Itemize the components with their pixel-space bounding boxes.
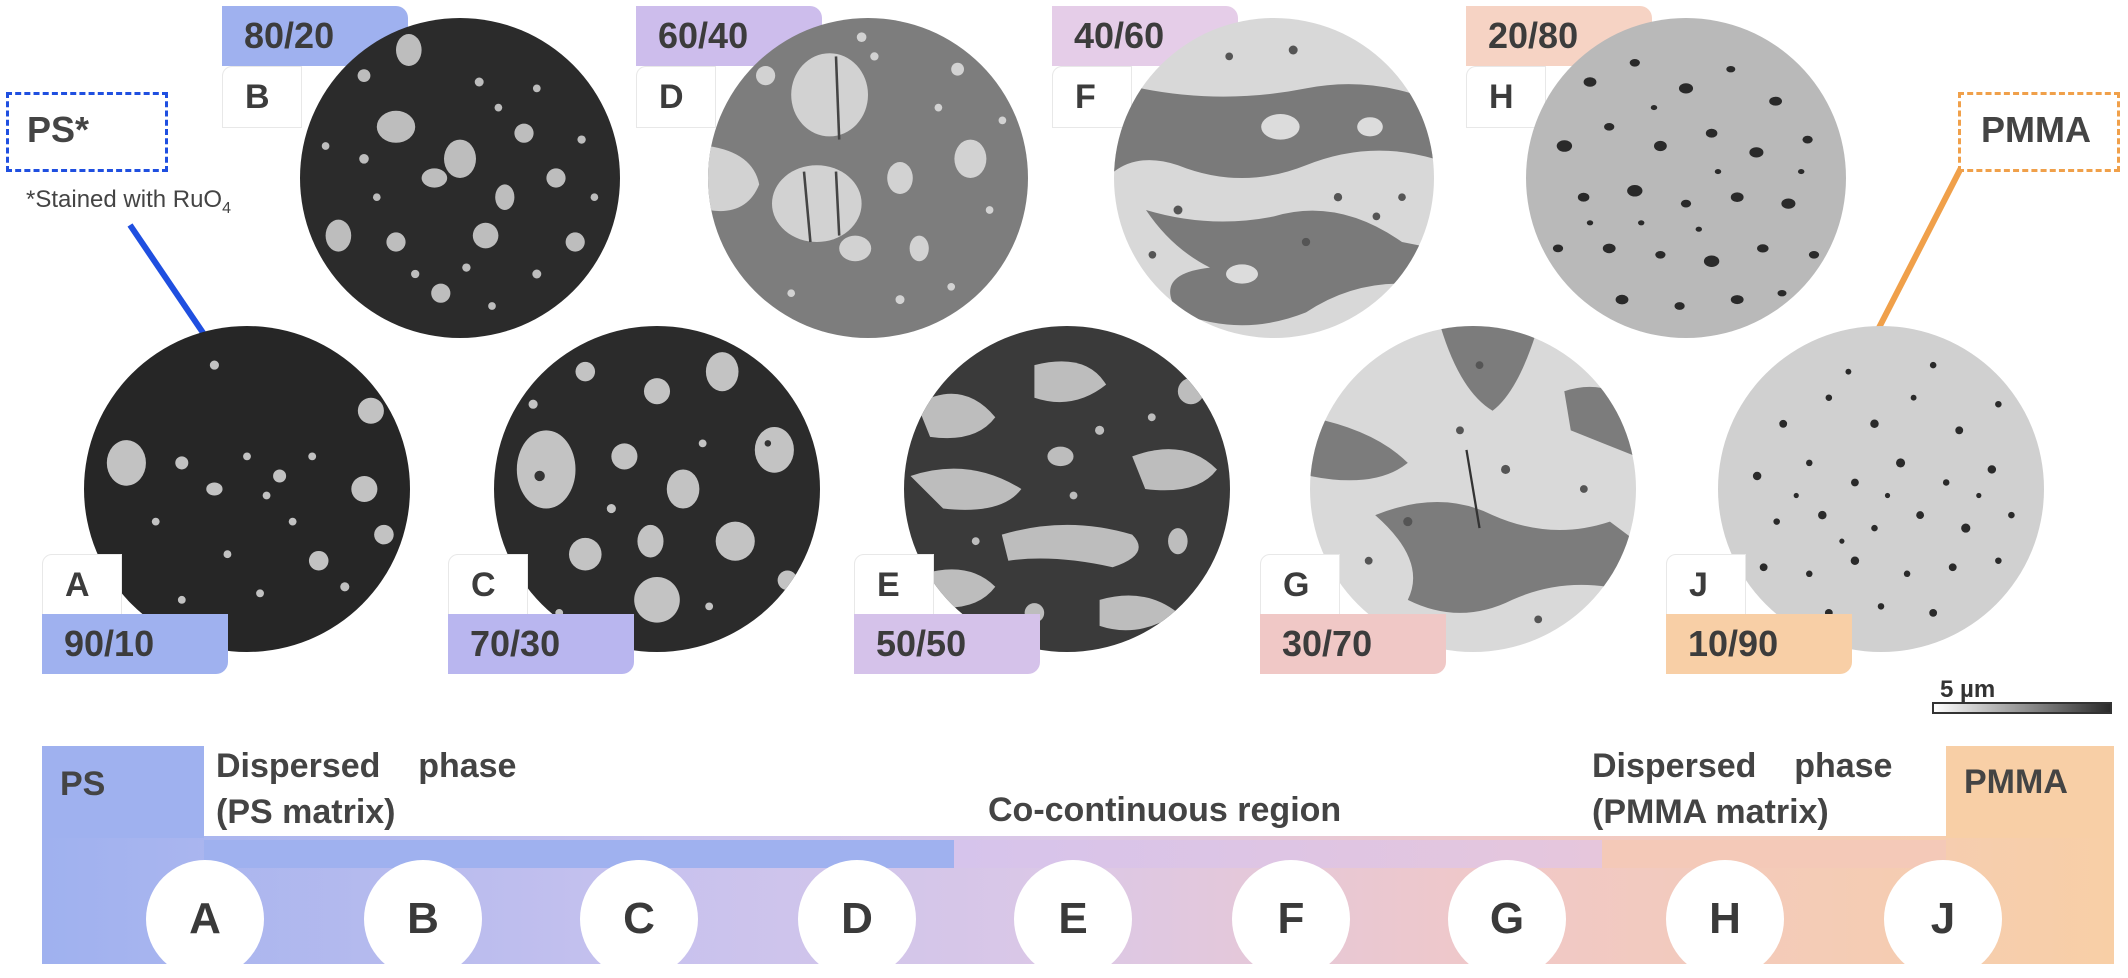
micrograph-d xyxy=(708,18,1028,338)
ps-end-block xyxy=(42,746,204,838)
letter-box-b: B xyxy=(222,66,302,128)
letter-box-g: G xyxy=(1260,554,1340,616)
left-region-line2: (PS matrix) xyxy=(216,793,396,831)
letter-box-h: H xyxy=(1466,66,1546,128)
ps-legend-label: PS* xyxy=(27,109,90,150)
ps-matrix-strip xyxy=(204,840,954,868)
micrograph-h xyxy=(1526,18,1846,338)
timeline-node-b: B xyxy=(364,860,482,978)
timeline-node-c: C xyxy=(580,860,698,978)
pmma-legend-box: PMMA xyxy=(1958,92,2120,172)
ratio-tab-a: 90/10 xyxy=(42,614,228,674)
timeline-node-f: F xyxy=(1232,860,1350,978)
micrograph-c xyxy=(494,326,820,652)
micrograph-e xyxy=(904,326,1230,652)
ratio-tab-e: 50/50 xyxy=(854,614,1040,674)
timeline-node-e: E xyxy=(1014,860,1132,978)
ratio-tab-d: 60/40 xyxy=(636,6,822,66)
letter-box-c: C xyxy=(448,554,528,616)
stain-note: *Stained with RuO4 xyxy=(26,186,232,217)
timeline-node-a: A xyxy=(146,860,264,978)
right-region-line1: Dispersed phase xyxy=(1592,747,1893,785)
left-region-line1: Dispersed phase xyxy=(216,747,517,785)
micrograph-g xyxy=(1310,326,1636,652)
timeline-node-h: H xyxy=(1666,860,1784,978)
ratio-tab-c: 70/30 xyxy=(448,614,634,674)
letter-box-e: E xyxy=(854,554,934,616)
timeline-pmma-label: PMMA xyxy=(1964,763,2068,801)
pmma-matrix-strip xyxy=(1602,840,1946,868)
pmma-end-block xyxy=(1946,746,2114,838)
ratio-tab-j: 10/90 xyxy=(1666,614,1852,674)
micrograph-a xyxy=(84,326,410,652)
letter-box-j: J xyxy=(1666,554,1746,616)
micrograph-f xyxy=(1114,18,1434,338)
ratio-tab-g: 30/70 xyxy=(1260,614,1446,674)
letter-box-f: F xyxy=(1052,66,1132,128)
timeline-node-j: J xyxy=(1884,860,2002,978)
pmma-legend-label: PMMA xyxy=(1981,109,2091,150)
micrograph-b xyxy=(300,18,620,338)
letter-box-a: A xyxy=(42,554,122,616)
micrograph-j xyxy=(1718,326,2044,652)
center-region-label: Co-continuous region xyxy=(988,791,1342,829)
timeline-ps-label: PS xyxy=(60,765,106,803)
scale-bar xyxy=(1932,702,2112,714)
letter-box-d: D xyxy=(636,66,716,128)
timeline-node-d: D xyxy=(798,860,916,978)
scale-bar-label: 5 µm xyxy=(1940,676,1996,703)
ps-legend-box: PS* xyxy=(6,92,168,172)
timeline-node-g: G xyxy=(1448,860,1566,978)
right-region-line2: (PMMA matrix) xyxy=(1592,793,1829,831)
